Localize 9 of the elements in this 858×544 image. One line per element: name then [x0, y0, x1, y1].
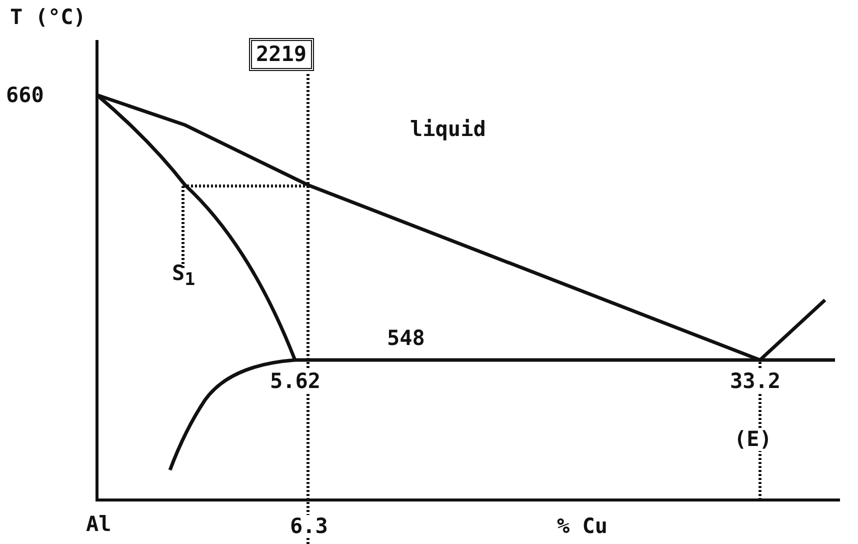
temperature-label: 548	[386, 327, 426, 350]
alloy-label-box: 2219	[249, 38, 314, 71]
tick-label: 6.3	[288, 515, 330, 538]
tick-label: 660	[5, 84, 45, 107]
axis-title: % Cu	[556, 515, 609, 538]
axis-title: T (°C)	[9, 6, 87, 29]
region-label: liquid	[409, 118, 487, 141]
point-label: S$_{1}$	[171, 262, 196, 291]
axis-label: Al	[85, 513, 112, 536]
